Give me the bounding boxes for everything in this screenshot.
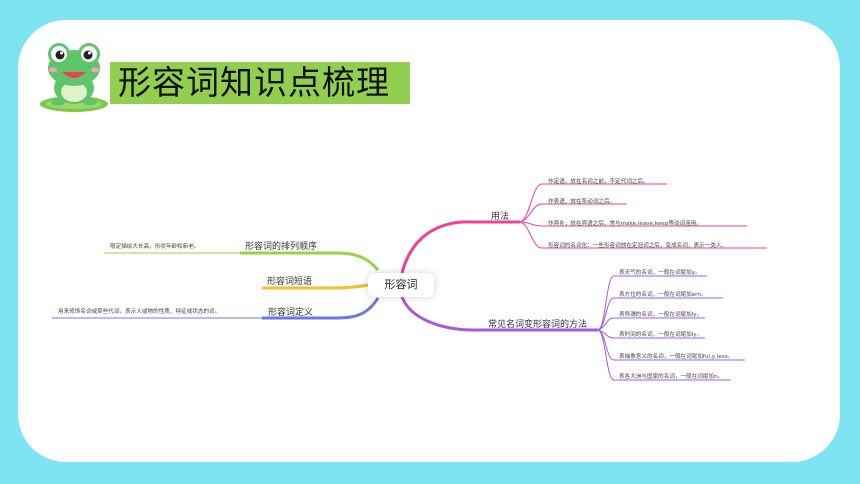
usage-leaf: 形容词的名词化：一些形容词放在定冠词之后，变成名词，表示一类人。: [548, 243, 728, 249]
noun-to-adj-leaf: 表各大洲与国家的名词，一般在词尾加n。: [619, 374, 724, 380]
usage-leaf: 作宾补，放在宾语之后，常与make,leave,keep等动词连用。: [548, 221, 702, 227]
noun-to-adj-leaf: 表方位的名词，一般在词尾加ern。: [619, 292, 707, 298]
noun-to-adj-leaf: 表天气的名词，一般在词尾加y。: [619, 270, 701, 276]
usage-leaf: 作定语，放在名词之前，不定代词之后。: [548, 179, 649, 185]
noun-to-adj-leaf: 表时间的名词，一般在词尾加ly。: [619, 332, 703, 338]
definition-leaf: 用来修饰名词或某些代词，表示人或物的性质、特征或状态的词。: [58, 309, 221, 315]
frog-icon: [40, 43, 108, 112]
noun-to-adj-leaf: 表称谓的名词，一般在词尾加ly。: [619, 312, 703, 318]
branch-phrase-label: 形容词短语: [267, 277, 313, 287]
branch-usage-label: 用法: [491, 212, 510, 222]
order-leaf: 限定描绘大长高，形状年龄和新老。: [110, 244, 200, 250]
noun-to-adj-leaf: 表抽象意义的名词，一般在词尾加ful,y,less。: [619, 354, 734, 360]
branch-definition-label: 形容词定义: [268, 308, 314, 318]
mindmap-center-node: 形容词: [368, 273, 434, 297]
branch-order-label: 形容词的排列顺序: [245, 242, 318, 252]
branch-noun-to-adj-label: 常见名词变形容词的方法: [488, 320, 588, 330]
usage-leaf: 作表语，放在系动词之后。: [548, 199, 616, 205]
title-bar: [110, 62, 410, 104]
page-title: 形容词知识点梳理: [118, 63, 390, 102]
